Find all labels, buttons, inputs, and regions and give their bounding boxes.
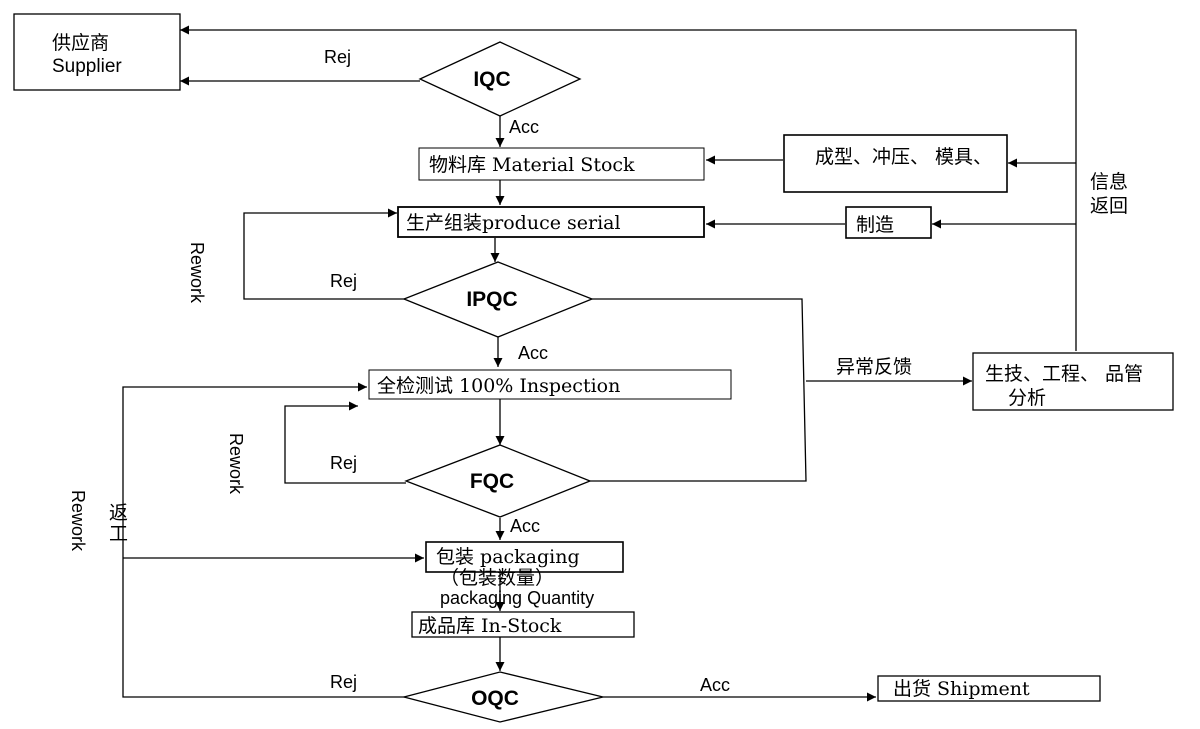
fqc-decision: FQC (404, 444, 592, 518)
packaging-label-line2: （包装数量） (440, 567, 554, 589)
packaging-label-line3: packaging Quantity (440, 588, 594, 608)
fqc-rework-loop (284, 401, 406, 484)
abnormal-feedback-label: 异常反馈 (836, 356, 912, 378)
iqc-label: IQC (473, 68, 510, 91)
in-stock-box: 成品库 In-Stock (411, 611, 635, 638)
in-stock-label: 成品库 In-Stock (418, 615, 562, 637)
engineering-box: 生技、工程、 品管 分析 (972, 352, 1174, 411)
fanggong-label-line1: 返 (109, 502, 128, 524)
ipqc-decision: IPQC (402, 261, 594, 338)
ipqc-rework-loop (243, 208, 405, 300)
oqc-rej-label: Rej (330, 672, 357, 692)
manufacture-box: 制造 (845, 206, 932, 239)
info-return-line (180, 25, 1077, 351)
ipqc-rework-label: Rework (187, 242, 207, 304)
inspection-box: 全检测试 100% Inspection (368, 369, 732, 400)
info-return-label-line1: 信息 (1090, 171, 1128, 193)
abnormal-feedback-line (590, 298, 807, 482)
iqc-rej-label: Rej (324, 47, 351, 67)
iqc-decision: IQC (418, 41, 582, 117)
supplier-box: 供应商 Supplier (13, 13, 181, 91)
engineering-label-line2: 分析 (1008, 387, 1046, 409)
packaging-box: 包装 packaging (425, 541, 624, 573)
supplier-cn-label: 供应商 (52, 32, 109, 54)
ipqc-acc-label: Acc (518, 343, 548, 363)
supplier-en-label: Supplier (52, 56, 122, 77)
manufacture-label: 制造 (856, 214, 894, 236)
produce-box: 生产组装produce serial (397, 206, 705, 238)
material-stock-box: 物料库 Material Stock (418, 147, 705, 181)
iqc-acc-label: Acc (509, 117, 539, 137)
packaging-label-line1: 包装 packaging (436, 546, 580, 568)
ipqc-label: IPQC (466, 288, 517, 311)
fanggong-label-line2: 工 (109, 523, 128, 545)
shipment-label: 出货 Shipment (893, 678, 1030, 700)
oqc-decision: OQC (401, 671, 604, 723)
info-return-label-line2: 返回 (1090, 195, 1128, 217)
oqc-acc-label: Acc (700, 675, 730, 695)
fqc-rework-label: Rework (226, 433, 246, 495)
material-stock-label: 物料库 Material Stock (429, 154, 635, 176)
fqc-label: FQC (470, 470, 514, 493)
fqc-rej-label: Rej (330, 453, 357, 473)
oqc-rework-loop (122, 382, 405, 698)
molding-label: 成型、冲压、 模具、 (815, 146, 992, 168)
inspection-label: 全检测试 100% Inspection (377, 375, 620, 397)
ipqc-rej-label: Rej (330, 271, 357, 291)
fqc-acc-label: Acc (510, 516, 540, 536)
oqc-label: OQC (471, 687, 519, 710)
molding-box: 成型、冲压、 模具、 (783, 134, 1008, 193)
oqc-rework-label: Rework (68, 490, 88, 552)
produce-label: 生产组装produce serial (406, 212, 621, 234)
shipment-box: 出货 Shipment (877, 675, 1101, 702)
engineering-label-line1: 生技、工程、 品管 (985, 363, 1143, 385)
